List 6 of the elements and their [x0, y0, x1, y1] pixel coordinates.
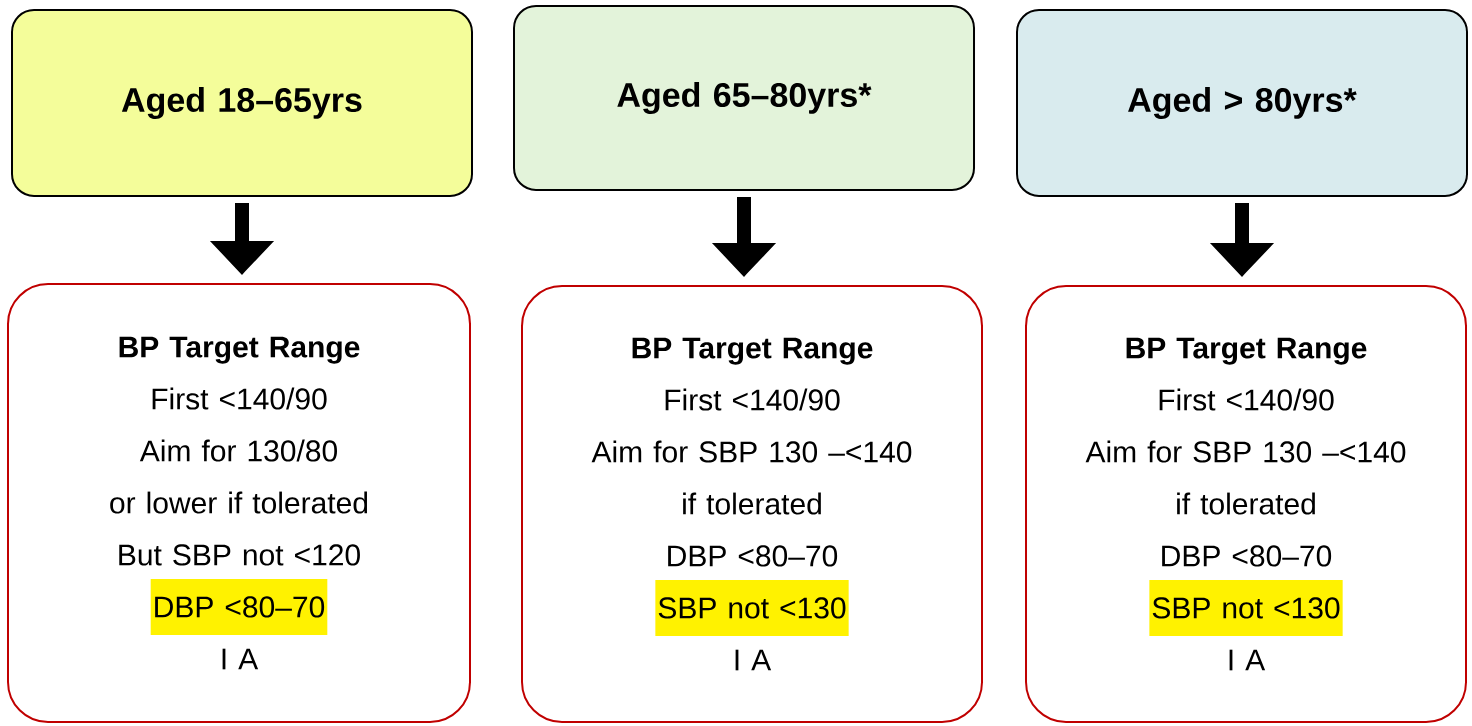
age-group-box: Aged > 80yrs* — [1016, 9, 1468, 197]
target-box: BP Target Range First <140/90 Aim for SBP 130 –<140 if tolerated DBP <80–70 SBP not <130 I A — [1025, 285, 1467, 723]
target-box: BP Target Range First <140/90 Aim for SBP 130 –<140 if tolerated DBP <80–70 SBP not <130 I A — [521, 285, 983, 723]
target-box: BP Target Range First <140/90 Aim for 130/80 or lower if tolerated But SBP not <120 DBP <80–70 I A — [7, 283, 471, 723]
age-group-box: Aged 65–80yrs* — [513, 5, 975, 191]
age-group-box: Aged 18–65yrs — [11, 9, 473, 197]
